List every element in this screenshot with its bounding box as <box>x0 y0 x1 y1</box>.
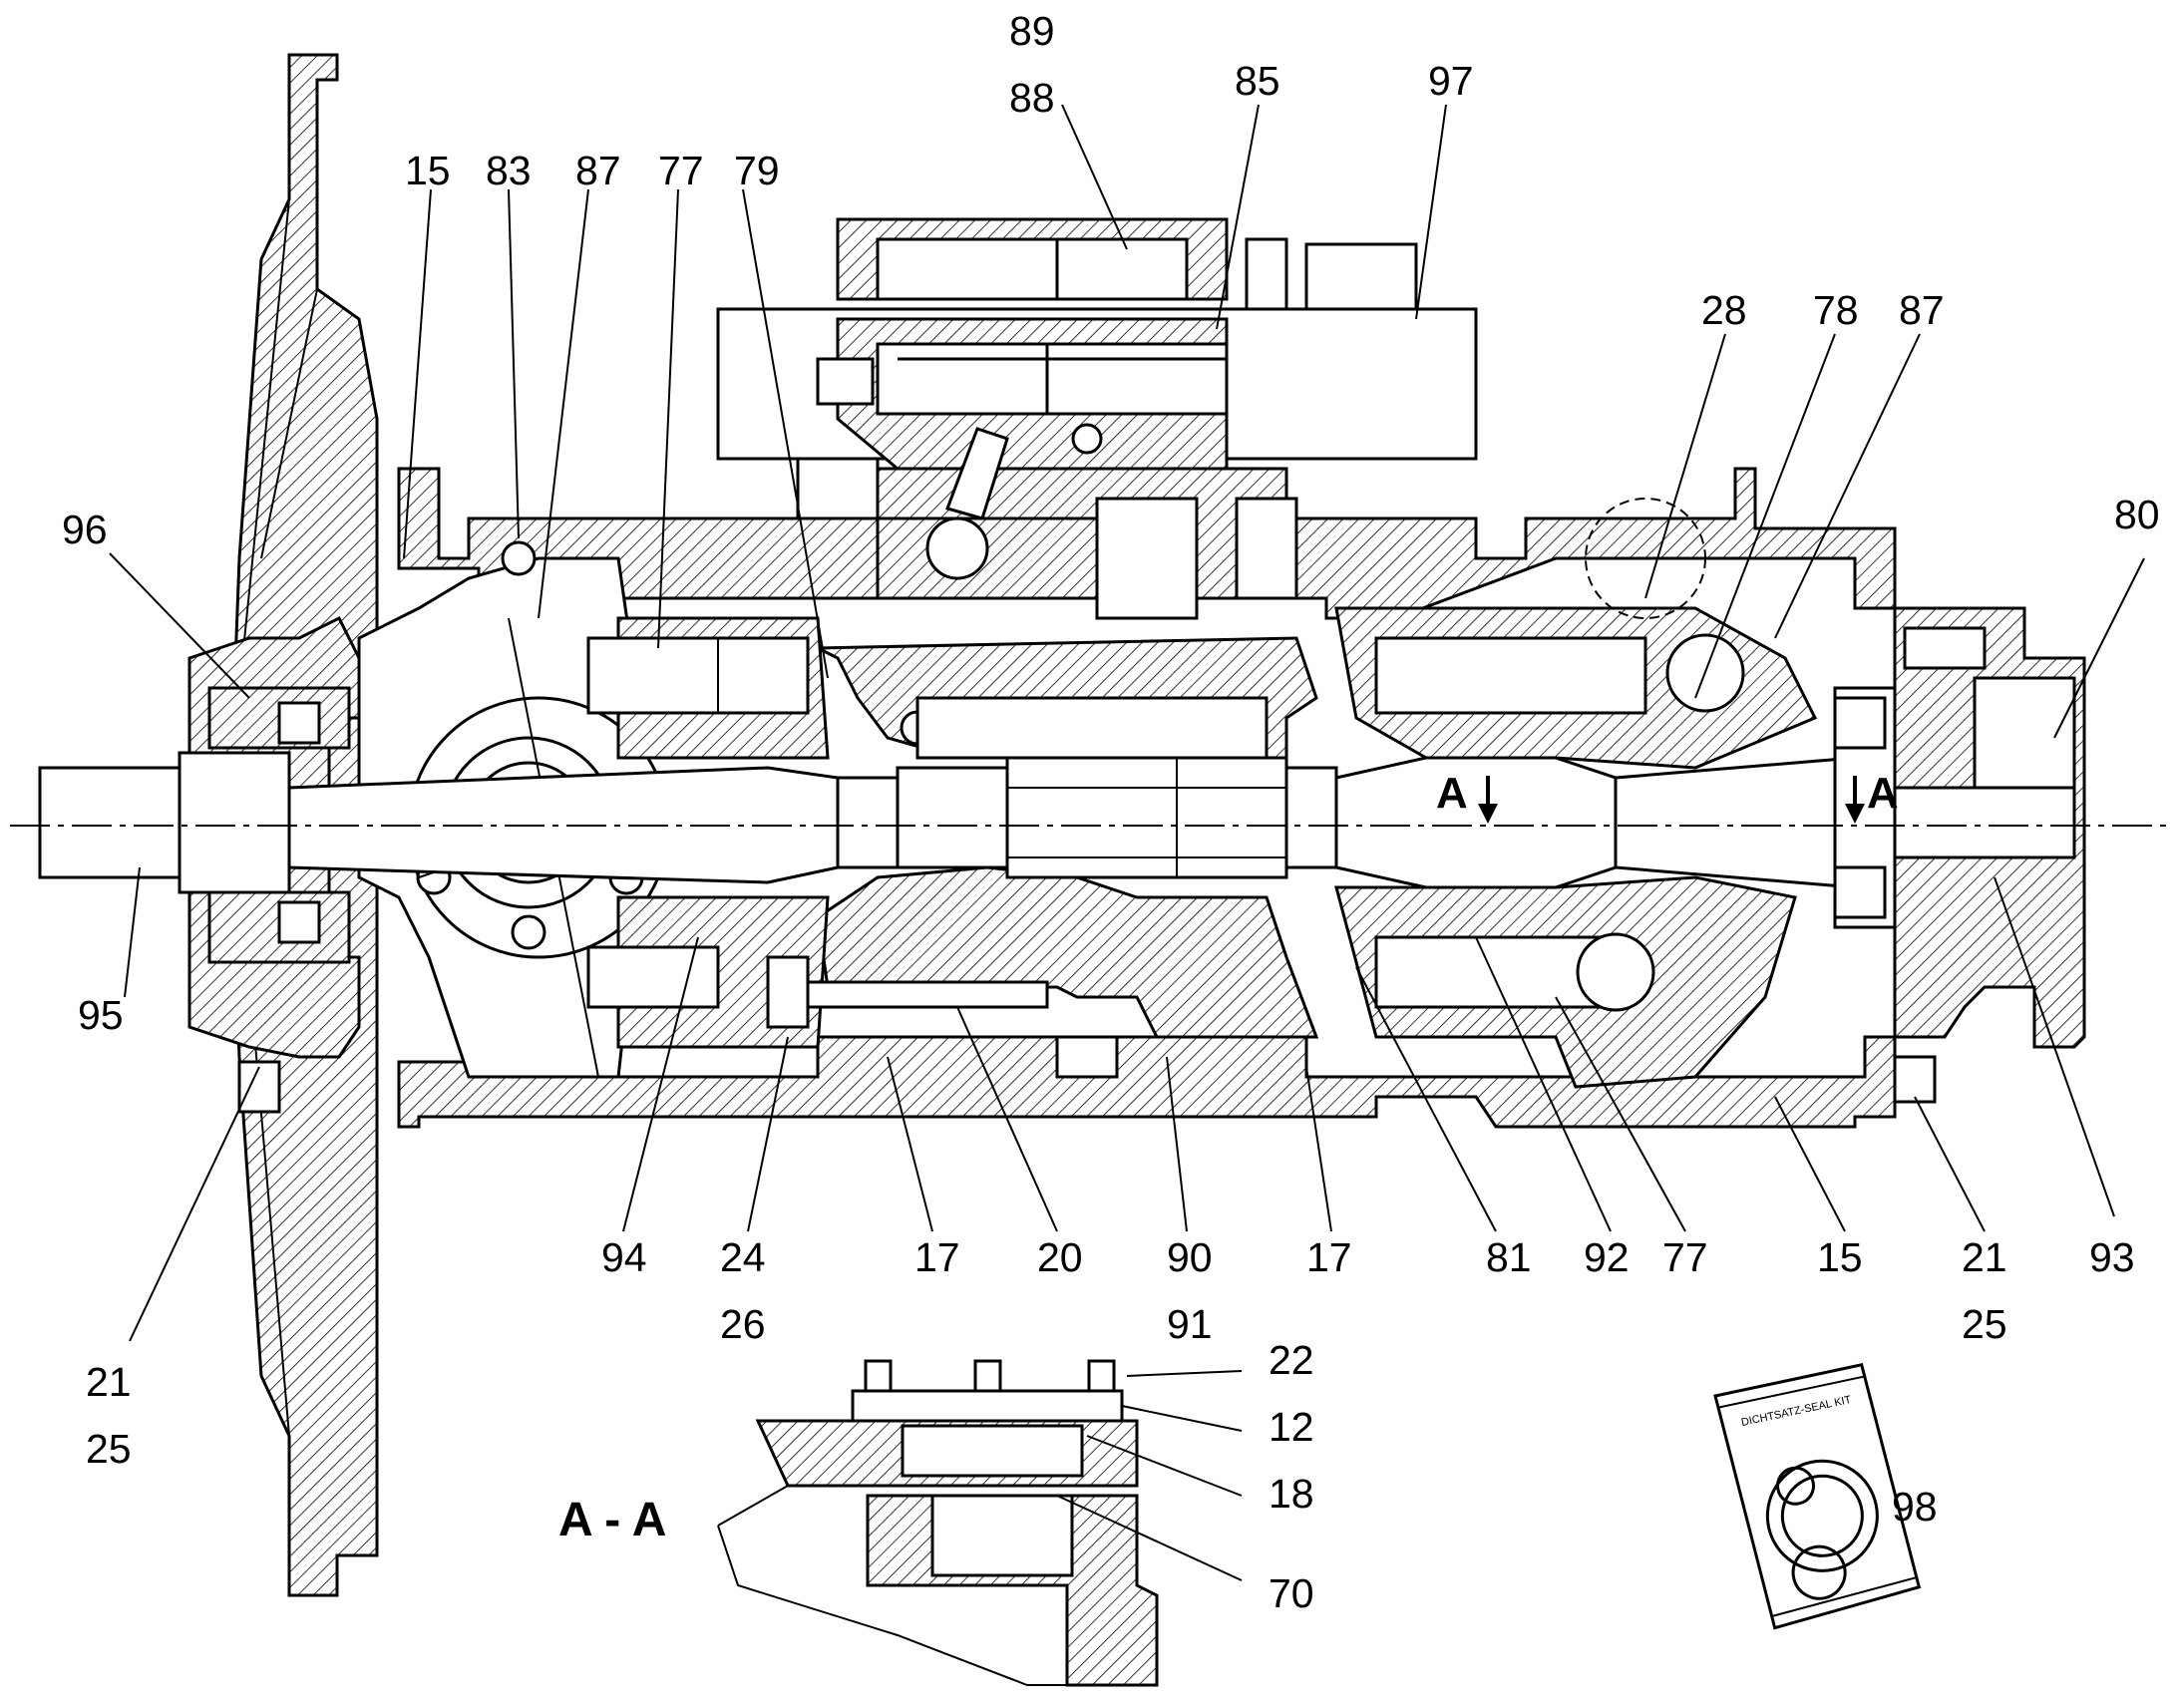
callout-20: 20 <box>1037 1234 1083 1280</box>
callout-92: 92 <box>1584 1234 1630 1280</box>
callout-87-right: 87 <box>1899 287 1945 333</box>
section-view-aa: A - A <box>558 1359 1159 1687</box>
through-shaft <box>836 696 2076 889</box>
section-marker-right-letter: A <box>1867 769 1899 818</box>
callout-96: 96 <box>62 507 108 552</box>
callout-97: 97 <box>1428 58 1474 104</box>
input-shaft <box>38 686 840 1114</box>
tie-bolt <box>766 955 1119 1079</box>
callout-25-right: 25 <box>1962 1301 2007 1347</box>
callout-24: 24 <box>720 1234 766 1280</box>
callout-17-right: 17 <box>1306 1234 1352 1280</box>
section-marker-right: A <box>1845 769 1899 824</box>
callout-18: 18 <box>1269 1471 1314 1517</box>
cylinder-block-left <box>586 616 830 1049</box>
callout-85: 85 <box>1235 58 1280 104</box>
callout-89: 89 <box>1009 8 1055 54</box>
callout-98: 98 <box>1892 1484 1938 1530</box>
callout-25-left: 25 <box>86 1426 132 1472</box>
cylinder-block-right <box>1334 498 1987 1104</box>
callout-12: 12 <box>1269 1404 1314 1450</box>
callout-21-right: 21 <box>1962 1234 2007 1280</box>
callout-83: 83 <box>486 148 532 193</box>
control-valve <box>716 217 1478 620</box>
section-marker-left: A <box>1436 769 1498 824</box>
callout-22: 22 <box>1269 1337 1314 1383</box>
callout-26: 26 <box>720 1301 766 1347</box>
callout-94: 94 <box>601 1234 647 1280</box>
section-marker-left-letter: A <box>1436 769 1468 818</box>
callout-90: 90 <box>1167 1234 1213 1280</box>
callout-80: 80 <box>2114 492 2160 537</box>
callout-28: 28 <box>1701 287 1747 333</box>
callout-labels: 89 88 85 97 15 83 87 77 79 28 78 87 80 9… <box>62 8 2160 1616</box>
callout-78: 78 <box>1813 287 1859 333</box>
callout-77-top: 77 <box>658 148 704 193</box>
callout-21-left: 21 <box>86 1359 132 1405</box>
callout-79: 79 <box>734 148 780 193</box>
seal-kit-bag: DICHTSATZ-SEAL KIT <box>1713 1363 1922 1630</box>
callout-93: 93 <box>2089 1234 2135 1280</box>
callout-88: 88 <box>1009 75 1055 121</box>
leader-lines <box>109 104 2145 1581</box>
callout-17-left: 17 <box>914 1234 960 1280</box>
callout-15-top: 15 <box>405 148 451 193</box>
callout-81: 81 <box>1486 1234 1532 1280</box>
callout-87-left: 87 <box>575 148 621 193</box>
callout-77-bottom: 77 <box>1662 1234 1708 1280</box>
callout-91: 91 <box>1167 1301 1213 1347</box>
callout-70: 70 <box>1269 1570 1314 1616</box>
callout-15-bottom: 15 <box>1817 1234 1863 1280</box>
section-view-title: A - A <box>558 1494 666 1546</box>
callout-95: 95 <box>78 992 124 1038</box>
